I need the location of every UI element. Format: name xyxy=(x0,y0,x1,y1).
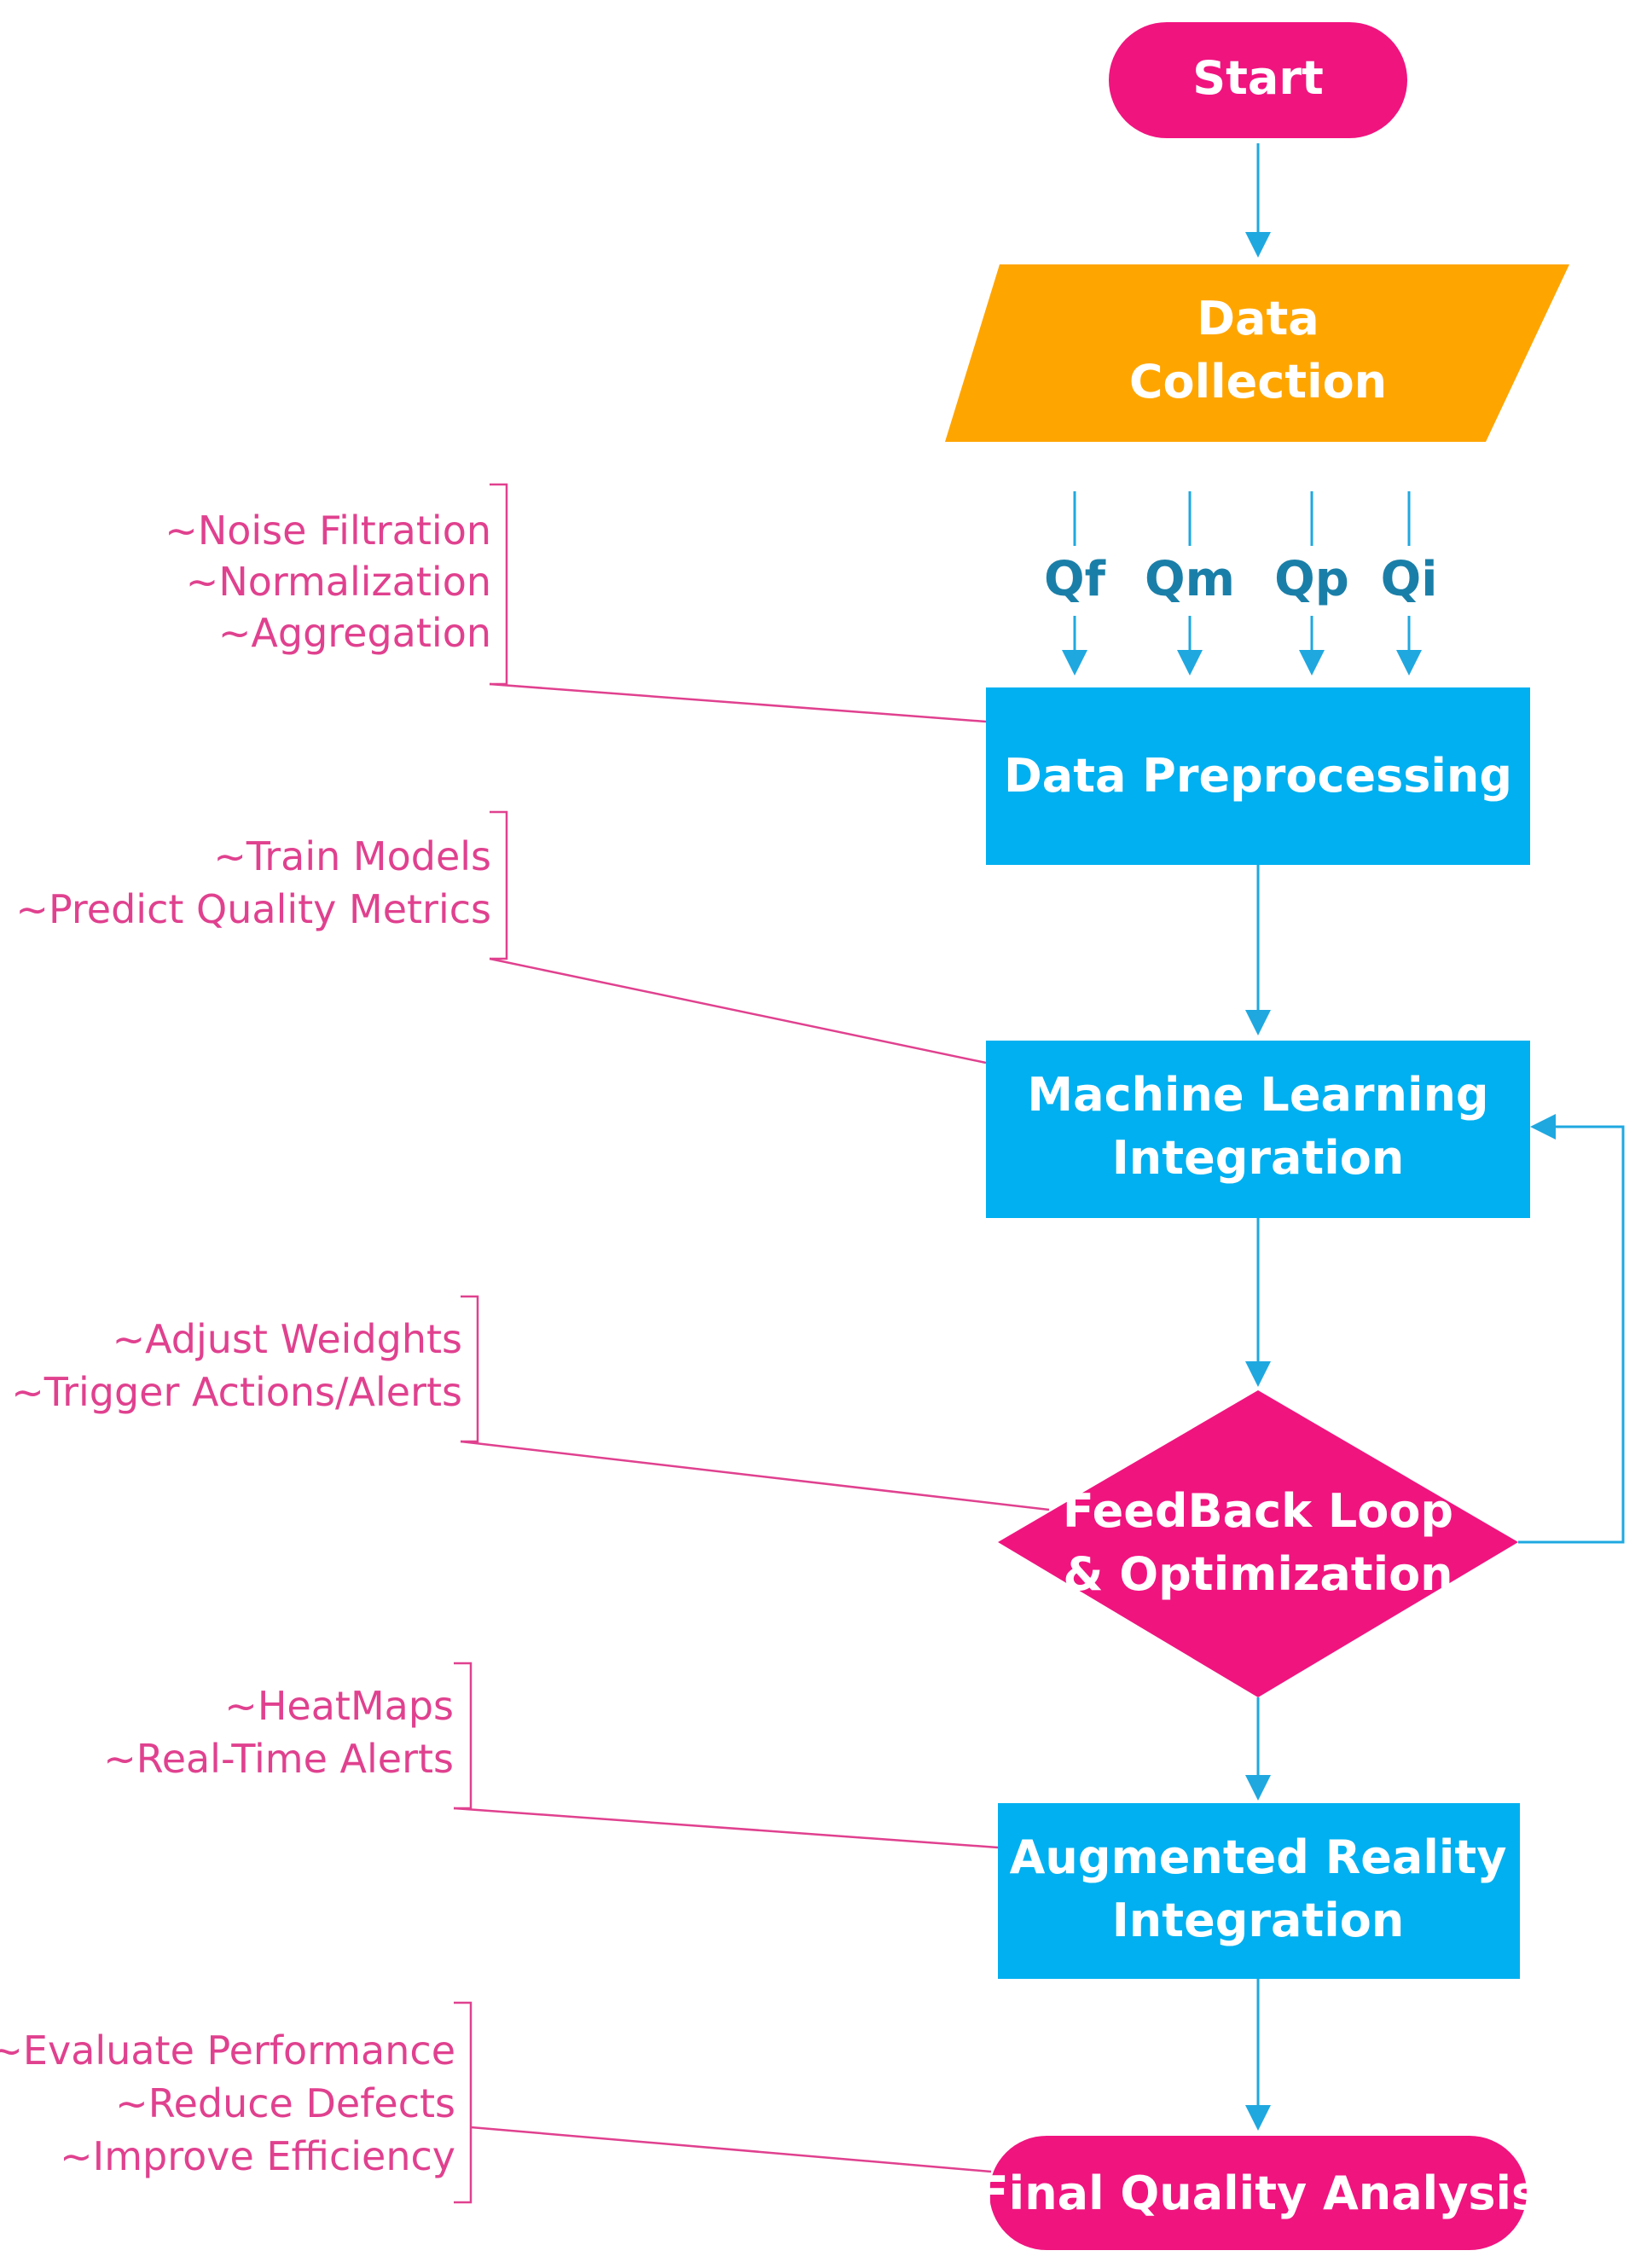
feedback-loop-diamond xyxy=(998,1390,1518,1697)
start-label: Start xyxy=(1192,51,1324,105)
input-arrows xyxy=(1062,491,1422,676)
data-collection-label-line2: Collection xyxy=(1129,355,1387,409)
final-analysis-label: Final Quality Analysis xyxy=(977,2166,1539,2220)
note-predict-quality-metrics: ~Predict Quality Metrics xyxy=(15,886,491,932)
input-label-qf: Qf xyxy=(1044,552,1106,607)
input-label-qp: Qp xyxy=(1274,552,1349,607)
data-preprocessing-box xyxy=(986,687,1530,865)
bracket-final xyxy=(454,2001,473,2204)
note-train-models: ~Train Models xyxy=(213,833,491,879)
bracket-ml xyxy=(490,810,508,960)
bracket-ar xyxy=(454,1662,473,1810)
ml-integration-label-line1: Machine Learning xyxy=(1027,1068,1488,1122)
ar-integration-label-line1: Augmented Reality xyxy=(1010,1830,1507,1884)
note-normalization: ~Normalization xyxy=(186,559,491,605)
node-ar-integration: Augmented Reality Integration xyxy=(998,1803,1520,1979)
annotation-ml: ~Train Models ~Predict Quality Metrics xyxy=(15,833,491,932)
node-final-analysis: Final Quality Analysis xyxy=(977,2136,1539,2250)
note-improve-efficiency: ~Improve Efficiency xyxy=(60,2133,455,2179)
note-trigger-actions: ~Trigger Actions/Alerts xyxy=(11,1369,462,1415)
note-heatmaps: ~HeatMaps xyxy=(224,1683,454,1729)
note-evaluate-performance: ~Evaluate Performance xyxy=(0,2027,455,2074)
ml-integration-label-line2: Integration xyxy=(1112,1131,1405,1185)
leader-ml xyxy=(489,957,987,1064)
input-label-qi: Qi xyxy=(1381,552,1438,607)
note-adjust-weights: ~Adjust Weidghts xyxy=(113,1316,462,1362)
arrow-feedback-loop-back xyxy=(1518,1114,1625,1544)
node-data-preprocessing: Data Preprocessing xyxy=(986,687,1530,865)
node-data-collection: Data Collection xyxy=(945,264,1569,442)
note-noise-filtration: ~Noise Filtration xyxy=(165,508,491,554)
ml-integration-box xyxy=(986,1041,1530,1218)
leader-preprocessing xyxy=(489,682,987,723)
ar-integration-label-line2: Integration xyxy=(1112,1894,1405,1947)
leader-final xyxy=(470,2126,992,2173)
node-feedback-loop: FeedBack Loop & Optimization xyxy=(998,1390,1518,1697)
note-real-time-alerts: ~Real-Time Alerts xyxy=(103,1736,454,1782)
bracket-preprocessing xyxy=(490,483,508,686)
bracket-feedback xyxy=(461,1295,479,1443)
note-aggregation: ~Aggregation xyxy=(218,610,491,656)
note-reduce-defects: ~Reduce Defects xyxy=(115,2080,455,2126)
data-collection-parallelogram xyxy=(945,264,1569,442)
feedback-loop-label-line1: FeedBack Loop xyxy=(1063,1484,1453,1538)
node-ml-integration: Machine Learning Integration xyxy=(986,1041,1530,1218)
annotation-preprocessing: ~Noise Filtration ~Normalization ~Aggreg… xyxy=(165,508,491,656)
final-analysis-terminator xyxy=(989,2136,1527,2250)
node-start: Start xyxy=(1109,22,1407,138)
leader-feedback xyxy=(460,1440,1050,1511)
annotation-final: ~Evaluate Performance ~Reduce Defects ~I… xyxy=(0,2027,455,2179)
leader-ar xyxy=(453,1807,999,1849)
annotation-lines xyxy=(453,483,1050,2204)
data-preprocessing-label: Data Preprocessing xyxy=(1004,749,1512,803)
data-collection-label-line1: Data xyxy=(1197,292,1319,345)
start-terminator xyxy=(1109,22,1407,138)
flow-arrows xyxy=(1245,143,1625,2131)
feedback-loop-label-line2: & Optimization xyxy=(1063,1547,1453,1601)
annotation-ar: ~HeatMaps ~Real-Time Alerts xyxy=(103,1683,454,1782)
annotation-feedback: ~Adjust Weidghts ~Trigger Actions/Alerts xyxy=(11,1316,462,1415)
ar-integration-box xyxy=(998,1803,1520,1979)
input-label-qm: Qm xyxy=(1145,552,1235,607)
